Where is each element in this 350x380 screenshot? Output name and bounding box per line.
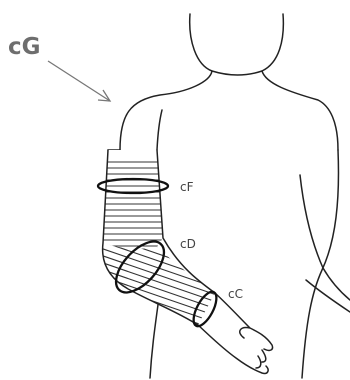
label-cF: cF <box>180 180 194 194</box>
compression-sleeve <box>80 150 240 345</box>
cG-pointer-arrow <box>48 61 110 101</box>
hand <box>198 293 273 373</box>
label-cG: cG <box>8 34 41 60</box>
torso-left-side <box>157 110 162 150</box>
right-arm-behind-back <box>300 175 350 312</box>
label-cD: cD <box>180 237 196 251</box>
hand-outline <box>198 293 273 373</box>
neck-and-shoulders <box>120 71 338 150</box>
torso-right-side <box>302 150 338 378</box>
label-cC: cC <box>228 287 243 301</box>
head <box>190 14 284 75</box>
